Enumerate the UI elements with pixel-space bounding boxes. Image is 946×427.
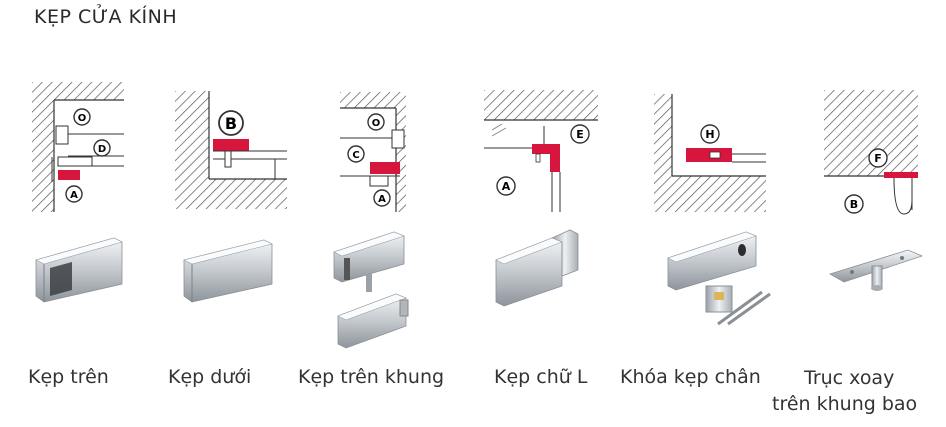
photo-kep-chu-l [495,229,579,307]
label-kep-chu-l: Kẹp chữ L [494,366,588,388]
diagram-truc-xoay: F B [824,90,918,220]
diagram-kep-chu-l: E A [484,90,598,212]
photo-kep-tren-khung [333,231,409,349]
marker-o: O [78,113,87,124]
photo-truc-xoay [828,249,924,291]
label-truc-xoay-line1: Trục xoay [804,367,895,389]
marker-b: B [225,114,237,133]
photo-khoa-kep-chan [667,231,771,326]
photo-kep-tren [35,237,123,303]
diagram-kep-tren: O D A [32,82,124,212]
marker-a: A [378,194,386,205]
label-khoa-kep-chan: Khóa kẹp chân [620,366,761,388]
diagram-khoa-kep-chan: H [654,94,766,212]
label-kep-tren-khung: Kẹp trên khung [298,366,445,388]
marker-f: F [874,152,882,165]
marker-e: E [576,128,584,141]
label-kep-duoi: Kẹp dưới [168,366,252,388]
marker-c: C [352,150,359,161]
marker-b: B [850,198,858,211]
photo-kep-duoi [183,239,273,303]
marker-h: H [705,128,714,141]
page-title: KẸP CỬA KÍNH [34,6,178,28]
marker-o: O [372,118,381,129]
label-kep-tren: Kẹp trên [28,366,109,388]
diagram-kep-duoi: B [175,91,287,209]
marker-a: A [502,180,511,193]
marker-a: A [70,190,78,201]
diagram-kep-tren-khung: O C A [340,92,406,212]
marker-d: D [98,144,106,155]
label-truc-xoay-line2: trên khung bao [772,393,918,415]
